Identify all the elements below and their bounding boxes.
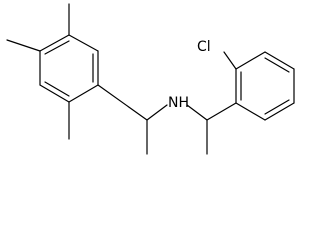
bond-left-ch-to-nitrogen — [146, 104, 168, 121]
bond-left-ring-4-inner — [44, 81, 70, 97]
chemical-structure-diagram: NH Cl — [6, 3, 295, 155]
bond-right-ring-3 — [264, 51, 295, 70]
bond-left-ring-1 — [68, 34, 99, 52]
bond-right-ch-to-ring — [206, 102, 237, 121]
left-ethyl-linker — [97, 84, 168, 155]
bond-left-ring-6 — [39, 34, 70, 52]
bond-right-ring-5-inner — [264, 99, 290, 115]
bond-nitrogen-to-right-ch — [186, 104, 208, 121]
bond-ring-to-left-ch — [97, 84, 148, 121]
chlorine-label: Cl — [197, 39, 211, 55]
left-ring-methyl-groups — [6, 3, 70, 140]
left-benzene-ring — [39, 34, 99, 103]
right-ethyl-linker — [186, 102, 237, 155]
bond-right-ring-6 — [235, 102, 266, 121]
right-benzene-ring — [235, 51, 295, 121]
bond-left-ring-6-inner — [44, 40, 70, 55]
bond-left-ring-4 — [39, 84, 70, 103]
bond-left-ring-3 — [68, 84, 99, 103]
nitrogen-label: NH — [168, 95, 189, 111]
bond-right-ring-2 — [235, 51, 266, 70]
bond-right-ring-3-inner — [264, 57, 290, 73]
bond-ring-to-chlorine — [223, 51, 237, 70]
bond-methyl-left — [6, 39, 41, 52]
bond-right-ring-5 — [264, 102, 295, 121]
